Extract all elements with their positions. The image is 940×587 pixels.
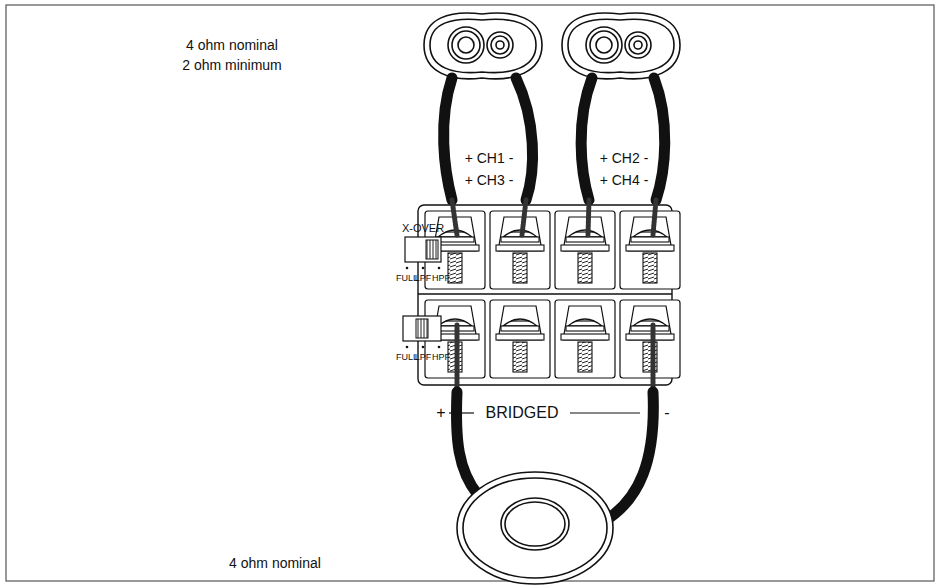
label-text: + CH2 - <box>600 150 649 166</box>
coaxial-speaker <box>562 13 680 79</box>
label-text: FULL <box>396 352 418 362</box>
label-text: X-OVER <box>402 222 444 234</box>
label-text: LPF <box>415 352 432 362</box>
label-text: - <box>664 404 669 422</box>
subwoofer <box>457 472 613 584</box>
label-text: + CH1 - <box>465 150 514 166</box>
label-text: 4 ohm nominal <box>186 37 278 53</box>
frame <box>6 5 934 581</box>
screw-terminals <box>425 211 680 378</box>
label-text: FULL <box>396 273 418 283</box>
label-text: + <box>436 404 445 422</box>
speaker-wire <box>444 78 665 235</box>
crossover-switch <box>405 237 441 269</box>
label-text: LPF <box>415 273 432 283</box>
label-text: + CH4 - <box>600 172 649 188</box>
label-text: 4 ohm nominal <box>229 555 321 571</box>
label-text: HPF <box>432 273 450 283</box>
label-text: 2 ohm minimum <box>182 57 282 73</box>
label-text: + CH3 - <box>465 172 514 188</box>
coaxial-speaker <box>424 13 542 79</box>
crossover-switch <box>403 316 441 348</box>
label-text: BRIDGED <box>486 404 559 422</box>
label-text: HPF <box>432 352 450 362</box>
